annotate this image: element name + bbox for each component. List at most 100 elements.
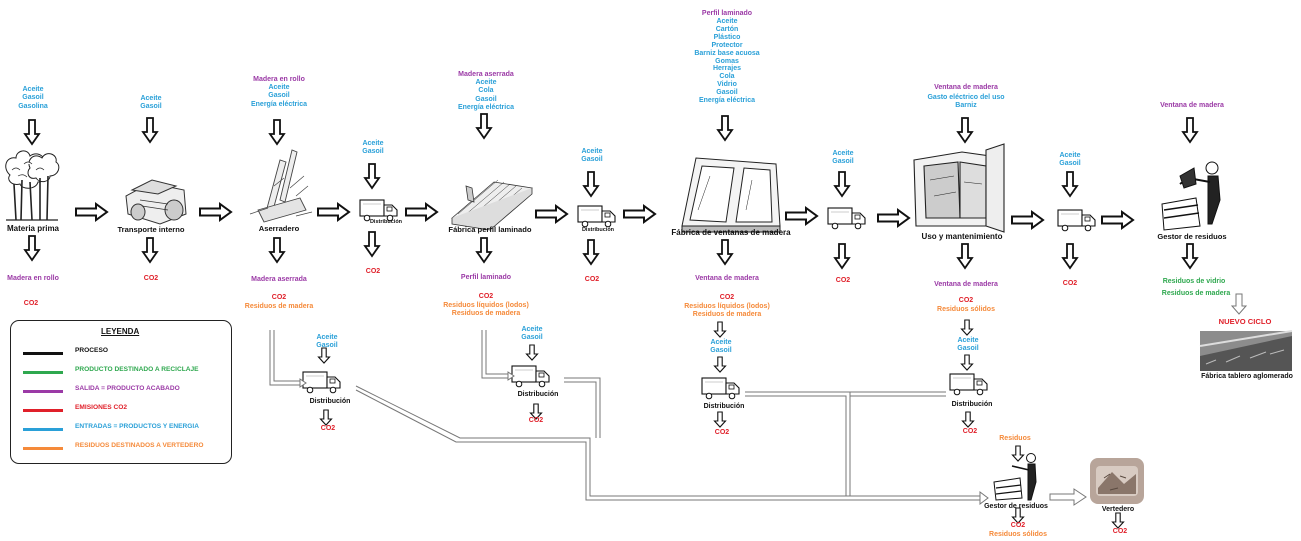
stage-fabrica-ventanas: Fábrica de ventanas de madera xyxy=(671,228,791,237)
input-item: Aceite xyxy=(362,140,384,147)
waste-dist3-inputs: Aceite Gasoil xyxy=(710,339,731,356)
input-item: Aceite xyxy=(316,334,338,341)
input-item: Gasoil xyxy=(716,89,738,97)
input-item: Energía eléctrica xyxy=(698,97,756,105)
lower-gestor-label: Gestor de residuos xyxy=(984,503,1048,510)
gestor-input-product: Ventana de madera xyxy=(1160,102,1224,109)
window-in-use-illustration xyxy=(913,143,1005,233)
input-item: Gasoil xyxy=(362,148,384,156)
perfil-output: Perfil laminado xyxy=(460,274,512,281)
waste-dist4-co2: CO2 xyxy=(962,428,978,435)
legend: LEYENDA PROCESO PRODUCTO DESTINADO A REC… xyxy=(10,320,232,464)
legend-label: ENTRADAS = PRODUCTOS Y ENERGIA xyxy=(75,423,200,430)
waste-item: Residuos líquidos (lodos) xyxy=(443,302,529,309)
input-item: Gasoil xyxy=(521,334,543,342)
lower-gestor-waste: Residuos sólidos xyxy=(989,531,1047,538)
legend-label: PRODUCTO DESTINADO A RECICLAJE xyxy=(75,366,199,373)
legend-item: SALIDA = PRODUCTO ACABADO xyxy=(23,385,228,399)
input-item: Gasoil xyxy=(832,158,854,166)
waste-dist1-co2: CO2 xyxy=(320,425,336,432)
input-item: Aceite xyxy=(521,326,543,333)
waste-dist1-label: Distribución xyxy=(309,398,351,405)
aserradero-waste: Residuos de madera xyxy=(244,303,314,310)
aserradero-inputs: Aceite Gasoil Energía eléctrica xyxy=(251,84,307,109)
input-item: Aceite xyxy=(22,86,44,93)
input-item: Cartón xyxy=(715,25,739,33)
dist3-inputs: Aceite Gasoil xyxy=(832,150,853,167)
input-item: Herrajes xyxy=(712,65,742,73)
stage-fabrica-perfil: Fábrica perfil laminado xyxy=(448,225,532,234)
lower-gestor-co2: CO2 xyxy=(1010,522,1026,529)
input-item: Barniz base acuosa xyxy=(694,49,760,57)
input-item: Gasoil xyxy=(957,345,979,353)
vertedero-co2: CO2 xyxy=(1112,528,1128,535)
input-item: Gasolina xyxy=(18,102,48,110)
gestor-recycle-glass: Residuos de vidrio xyxy=(1162,278,1226,285)
input-item: Aceite xyxy=(140,95,162,102)
waste-item: Residuos líquidos (lodos) xyxy=(684,303,770,310)
legend-label: RESIDUOS DESTINADOS A VERTEDERO xyxy=(75,442,204,449)
input-item: Barniz xyxy=(955,102,977,110)
waste-dist4-label: Distribución xyxy=(951,401,993,408)
uso-output: Ventana de madera xyxy=(934,281,998,288)
uso-co2: CO2 xyxy=(958,297,974,304)
dist3-co2: CO2 xyxy=(835,277,851,284)
ventanas-co2: CO2 xyxy=(719,294,735,301)
input-item: Gasoil xyxy=(22,94,44,102)
dist4-inputs: Aceite Gasoil xyxy=(1059,152,1080,169)
ventanas-inputs: Aceite Cartón Plástico Protector Barniz … xyxy=(694,18,759,105)
sawmill-illustration xyxy=(249,149,313,223)
input-item: Gasoil xyxy=(1059,160,1081,168)
transporte-inputs: Aceite Gasoil xyxy=(140,95,161,112)
tractor-illustration xyxy=(125,179,187,225)
materia-prima-output: Madera en rollo xyxy=(7,275,59,282)
waste-dist2-inputs: Aceite Gasoil xyxy=(521,326,542,343)
legend-swatch xyxy=(23,409,63,412)
dist2-inputs: Aceite Gasoil xyxy=(581,148,602,165)
stage-materia-prima: Materia prima xyxy=(6,224,60,233)
legend-swatch xyxy=(23,371,63,374)
legend-label: SALIDA = PRODUCTO ACABADO xyxy=(75,385,180,392)
legend-title: LEYENDA xyxy=(101,327,140,336)
lower-gestor-input: Residuos xyxy=(999,435,1031,442)
input-item: Gasto eléctrico del uso xyxy=(927,94,1005,101)
nuevo-ciclo-caption: Fábrica tablero aglomerado xyxy=(1201,373,1293,380)
input-item: Aceite xyxy=(475,79,497,86)
aserradero-input-product: Madera en rollo xyxy=(253,76,305,83)
waste-dist3-label: Distribución xyxy=(703,403,745,410)
input-item: Energía eléctrica xyxy=(250,100,308,108)
window-factory-illustration xyxy=(681,157,781,233)
perfil-waste: Residuos líquidos (lodos) Residuos de ma… xyxy=(443,302,529,319)
waste-dist2-label: Distribución xyxy=(517,391,559,398)
legend-label: PROCESO xyxy=(75,347,108,354)
legend-swatch xyxy=(23,390,63,393)
waste-item: Residuos de madera xyxy=(692,311,762,319)
input-item: Gasoil xyxy=(475,95,497,103)
trees-illustration xyxy=(5,150,60,221)
materia-prima-inputs: Aceite Gasoil Gasolina xyxy=(18,86,48,111)
legend-item: ENTRADAS = PRODUCTOS Y ENERGIA xyxy=(23,423,228,437)
chipboard-factory-photo xyxy=(1199,330,1293,371)
laminated-profile-illustration xyxy=(451,179,533,231)
stage-transporte-interno: Transporte interno xyxy=(117,225,185,234)
ventanas-input-product: Perfil laminado xyxy=(701,10,753,17)
landfill-photo xyxy=(1090,458,1144,504)
perfil-inputs: Aceite Cola Gasoil Energía eléctrica xyxy=(458,79,514,113)
legend-item: EMISIONES CO2 xyxy=(23,404,228,418)
materia-prima-co2: CO2 xyxy=(23,300,39,307)
waste-dist1-inputs: Aceite Gasoil xyxy=(316,334,337,351)
perfil-input-product: Madera aserrada xyxy=(458,71,514,78)
stage-uso: Uso y mantenimiento xyxy=(921,232,1003,241)
legend-swatch xyxy=(23,352,63,355)
input-item: Gasoil xyxy=(268,92,290,100)
dist1-label: Distribución xyxy=(369,219,403,225)
input-item: Gasoil xyxy=(710,347,732,355)
uso-inputs: Gasto eléctrico del uso Barniz xyxy=(927,94,1004,111)
dist2-co2: CO2 xyxy=(584,276,600,283)
waste-dist3-co2: CO2 xyxy=(714,429,730,436)
input-item: Gasoil xyxy=(140,103,162,111)
vertedero-label: Vertedero xyxy=(1101,506,1135,513)
input-item: Aceite xyxy=(957,337,979,344)
input-item: Aceite xyxy=(581,148,603,155)
